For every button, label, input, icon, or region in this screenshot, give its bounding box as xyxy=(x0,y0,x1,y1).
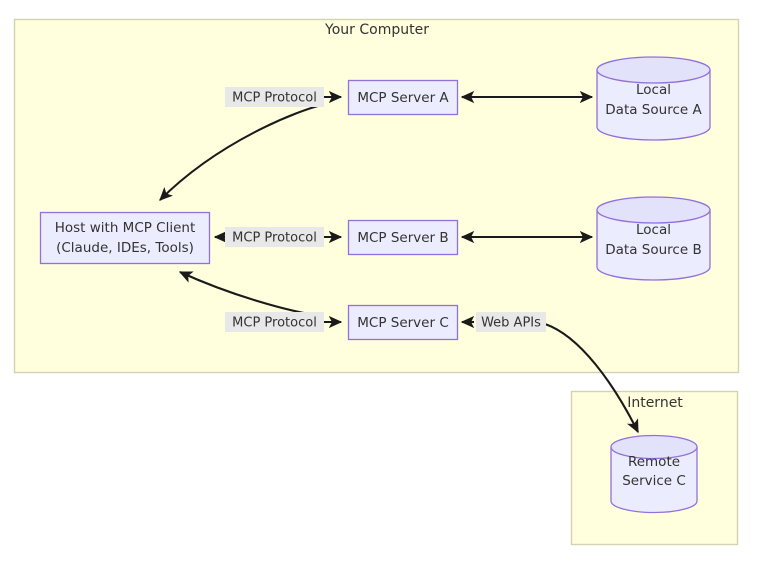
edge-label-host-server-b-bg xyxy=(225,227,324,247)
node-source-a-label-line2: Data Source A xyxy=(605,102,702,118)
node-host-label-line2: (Claude, IDEs, Tools) xyxy=(56,240,194,256)
node-server-a-rect[interactable] xyxy=(347,79,459,116)
node-source-b-label-line1: Local xyxy=(636,222,671,238)
cluster-internet-rect xyxy=(570,390,739,546)
edge-label-host-server-b-text: MCP Protocol xyxy=(232,231,317,246)
edge-label-host-server-a-bg xyxy=(225,87,324,107)
node-server-a[interactable]: MCP Server A xyxy=(347,79,459,116)
node-source-b-label-line2: Data Source B xyxy=(605,242,701,258)
edge-label-host-server-c-text: MCP Protocol xyxy=(232,316,317,331)
edge-label-host-server-a: MCP Protocol xyxy=(225,87,324,107)
node-source-a[interactable]: Local Data Source A xyxy=(596,56,711,141)
edge-label-server-c-remote-c: Web APIs xyxy=(476,312,546,332)
node-server-c-label: MCP Server C xyxy=(357,315,449,331)
node-source-a-label-line1: Local xyxy=(636,82,671,98)
node-source-b-top xyxy=(596,196,711,224)
node-remote-c-label-line1: Remote xyxy=(628,454,680,470)
edge-label-host-server-c-bg xyxy=(225,312,324,332)
node-source-b-body[interactable] xyxy=(596,209,711,281)
edge-label-server-c-remote-c-text: Web APIs xyxy=(481,316,541,331)
node-remote-c-label-line2: Service C xyxy=(622,473,686,489)
edge-label-host-server-a-text: MCP Protocol xyxy=(232,91,317,106)
node-remote-c[interactable]: Remote Service C xyxy=(610,434,698,514)
node-host-rect[interactable] xyxy=(39,211,211,265)
edge-label-server-c-remote-c-bg xyxy=(476,312,546,332)
node-host[interactable]: Host with MCP Client (Claude, IDEs, Tool… xyxy=(39,211,211,265)
cluster-internet-title: Internet xyxy=(627,395,683,411)
node-source-a-top xyxy=(596,56,711,84)
edge-label-host-server-c: MCP Protocol xyxy=(225,312,324,332)
node-server-b-label: MCP Server B xyxy=(357,230,448,246)
node-server-c[interactable]: MCP Server C xyxy=(347,304,459,341)
node-server-b[interactable]: MCP Server B xyxy=(347,219,459,256)
node-source-b[interactable]: Local Data Source B xyxy=(596,196,711,281)
edge-label-host-server-b: MCP Protocol xyxy=(225,227,324,247)
node-source-a-body[interactable] xyxy=(596,69,711,141)
node-remote-c-body[interactable] xyxy=(610,446,698,514)
cluster-internet: Internet xyxy=(570,390,739,546)
edge-server-c-remote-c-curve xyxy=(544,323,639,434)
node-server-b-rect[interactable] xyxy=(347,219,459,256)
node-server-c-rect[interactable] xyxy=(347,304,459,341)
node-remote-c-top xyxy=(610,434,698,460)
edge-host-server-a xyxy=(159,90,343,201)
edge-host-server-a-curve xyxy=(159,103,323,201)
edge-server-c-remote-c xyxy=(460,315,639,434)
node-server-a-label: MCP Server A xyxy=(357,90,449,106)
cluster-your-computer-title: Your Computer xyxy=(324,22,429,38)
node-host-label-line1: Host with MCP Client xyxy=(55,220,196,236)
